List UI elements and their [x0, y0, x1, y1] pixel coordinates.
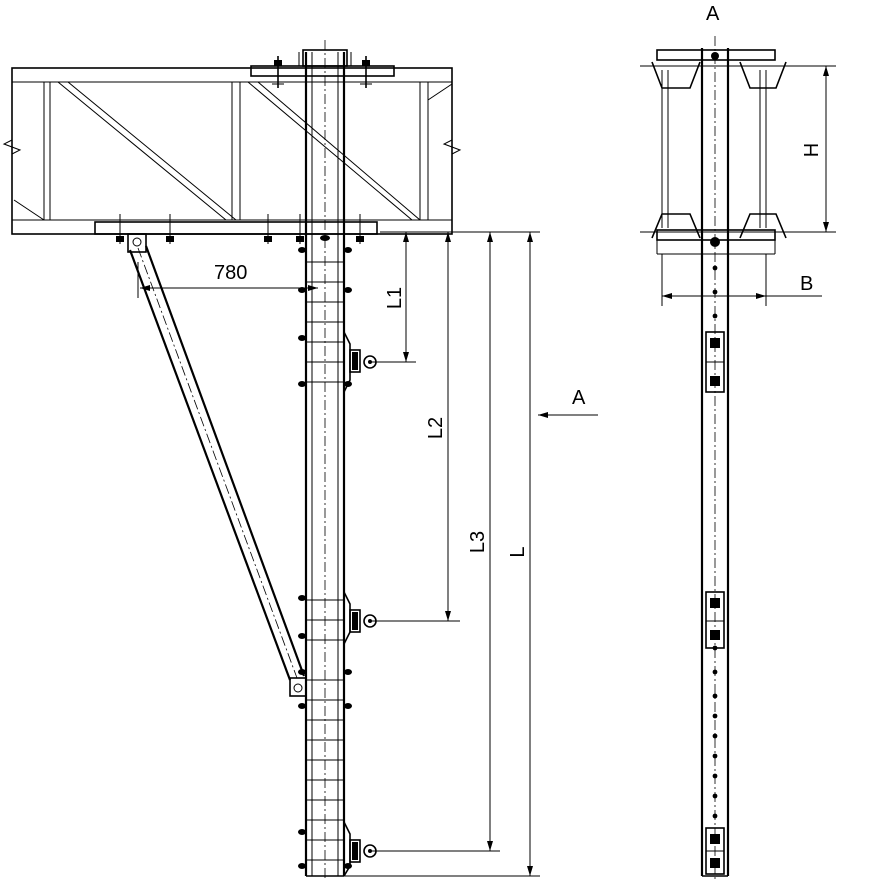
l2-dimension-label: L2 — [425, 417, 447, 439]
l-dimension-label: L — [507, 546, 529, 557]
side-b-dimension — [661, 254, 822, 306]
side-view-a: A — [640, 3, 836, 881]
side-lug-lower — [705, 827, 725, 875]
offset-dimension-label: 780 — [214, 262, 247, 284]
front-view: 780 L1 L2 L3 L A — [2, 40, 598, 881]
b-dimension-label: B — [800, 273, 813, 295]
h-dimension-label: H — [801, 143, 823, 157]
truss-beam — [2, 67, 462, 235]
top-clamp-plate — [250, 49, 395, 88]
bottom-clamp-plate — [94, 214, 378, 244]
l3-dimension-label: L3 — [467, 531, 489, 553]
view-title-a: A — [706, 3, 720, 25]
dimension-lines — [140, 232, 598, 876]
side-beam-chords — [640, 65, 790, 233]
bracket-lug-lower — [343, 821, 377, 877]
view-direction-label: A — [572, 387, 586, 409]
side-h-dimension — [780, 65, 836, 233]
side-u-bolts — [651, 61, 787, 239]
side-top-plate — [656, 49, 776, 61]
vertical-post — [298, 40, 352, 881]
bracket-lug-middle — [343, 591, 377, 645]
side-post — [700, 36, 730, 881]
side-lug-upper — [705, 331, 725, 393]
side-lug-middle — [705, 591, 725, 649]
diagonal-brace — [127, 233, 307, 697]
l1-dimension-label: L1 — [384, 287, 406, 309]
dimension-extension-lines — [137, 231, 540, 877]
